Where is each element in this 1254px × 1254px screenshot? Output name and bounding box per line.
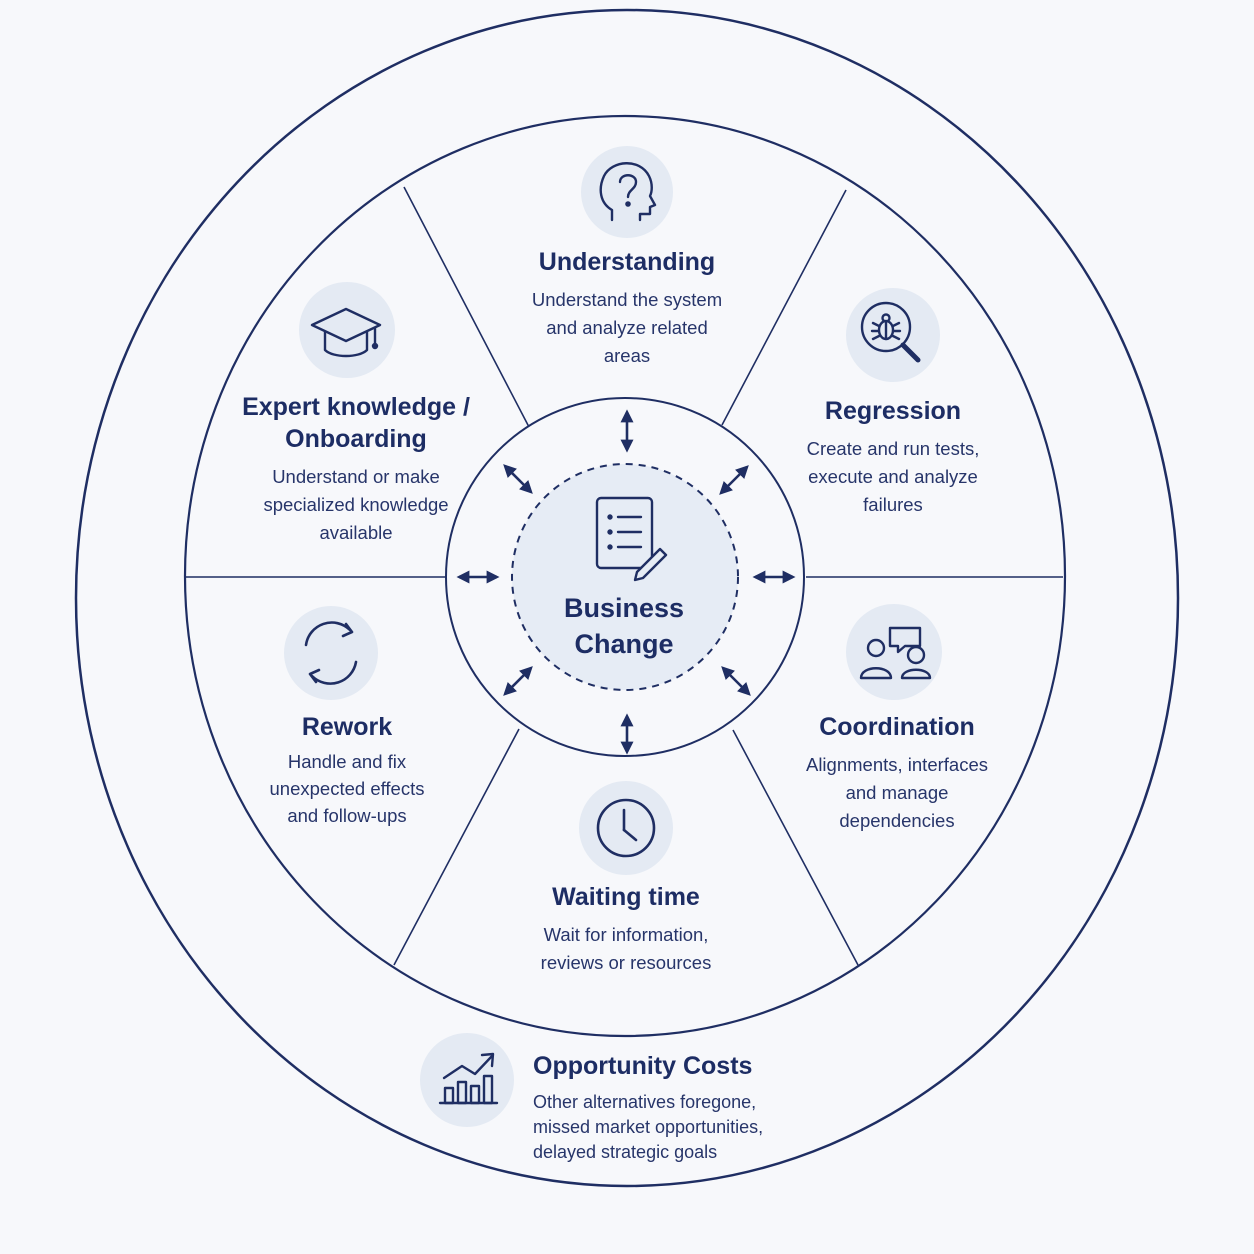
desc-line: and analyze related (546, 317, 708, 338)
segment-title: Regression (824, 397, 962, 425)
title-line: Expert knowledge / (242, 393, 470, 421)
chart-growth-icon (438, 1052, 499, 1105)
desc-line: dependencies (839, 810, 955, 831)
center-title-line2: Change (574, 629, 674, 659)
desc-line: Understand the system (531, 289, 723, 310)
segment-rework: Rework Handle and fix unexpected effects… (217, 711, 477, 829)
desc-line: Alignments, interfaces (805, 754, 988, 775)
desc-line: and manage (845, 782, 949, 803)
arrow-lower-left (503, 666, 533, 696)
desc-line: available (319, 522, 393, 543)
desc-line: execute and analyze (808, 466, 978, 487)
desc-line: specialized knowledge (263, 494, 449, 515)
segment-description: Understand the system and analyze relate… (487, 286, 767, 370)
icon-bg-rework (284, 606, 378, 700)
segment-understanding: Understanding Understand the system and … (487, 246, 767, 370)
desc-line: Handle and fix (287, 751, 407, 772)
icon-bg-coordination (846, 604, 942, 700)
segment-description: Alignments, interfaces and manage depend… (767, 751, 1027, 835)
segment-title: Expert knowledge / Onboarding (216, 391, 496, 455)
clock-icon (596, 798, 656, 858)
outer-ring (74, 8, 1180, 1188)
center-title: Business Change (524, 590, 724, 662)
icon-bg-waiting (579, 781, 673, 875)
icon-bg-opportunity (420, 1033, 514, 1127)
opportunity-costs-description: Other alternatives foregone, missed mark… (533, 1090, 873, 1165)
desc-line: and follow-ups (287, 805, 407, 826)
center-core (511, 463, 739, 691)
segment-description: Handle and fix unexpected effects and fo… (217, 748, 477, 829)
arrow-lower-right (721, 666, 751, 696)
desc-line: failures (863, 494, 923, 515)
segment-title: Coordination (819, 713, 975, 741)
title-line: Onboarding (285, 425, 427, 453)
bug-search-icon (860, 301, 921, 363)
arrow-upper-left (503, 464, 533, 494)
refresh-icon (304, 621, 358, 685)
arrow-upper-right (719, 465, 749, 495)
desc-line: delayed strategic goals (533, 1142, 718, 1162)
segment-title: Waiting time (552, 883, 700, 911)
desc-line: Understand or make (272, 466, 440, 487)
graduation-cap-icon (310, 307, 382, 358)
opportunity-costs-title: Opportunity Costs (533, 1052, 753, 1080)
segment-expert-knowledge: Expert knowledge / Onboarding Understand… (216, 391, 496, 547)
hub-arrows (456, 409, 796, 755)
desc-line: missed market opportunities, (533, 1117, 764, 1137)
desc-line: Other alternatives foregone, (533, 1092, 757, 1112)
segment-waiting-time: Waiting time Wait for information, revie… (496, 881, 756, 977)
segment-description: Wait for information, reviews or resourc… (496, 921, 756, 977)
segment-title: Understanding (538, 248, 716, 276)
segment-title: Rework (301, 713, 393, 741)
document-edit-icon (595, 496, 668, 582)
segment-dividers (186, 186, 1063, 966)
desc-line: Create and run tests, (806, 438, 980, 459)
desc-line: reviews or resources (540, 952, 712, 973)
desc-line: areas (603, 345, 651, 366)
icon-bg-expert (299, 282, 395, 378)
desc-line: Wait for information, (543, 924, 709, 945)
head-question-icon (599, 162, 657, 222)
icon-bg-understanding (581, 146, 673, 238)
segment-regression: Regression Create and run tests, execute… (763, 395, 1023, 519)
segment-description: Understand or make specialized knowledge… (216, 463, 496, 547)
people-chat-icon (859, 626, 932, 680)
inner-ring (183, 114, 1067, 1038)
segment-description: Create and run tests, execute and analyz… (763, 435, 1023, 519)
desc-line: unexpected effects (269, 778, 425, 799)
center-title-line1: Business (563, 593, 685, 623)
segment-coordination: Coordination Alignments, interfaces and … (767, 711, 1027, 835)
